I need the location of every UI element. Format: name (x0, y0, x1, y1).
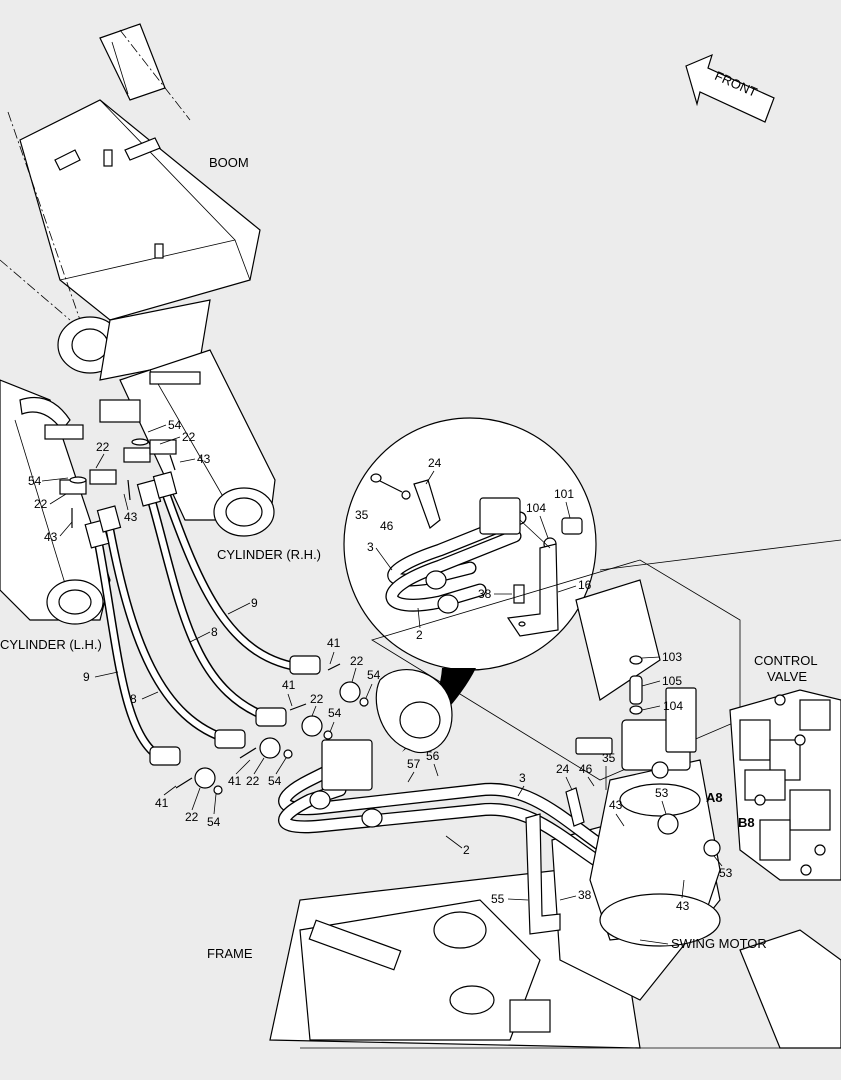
upper-fittings (59, 438, 178, 549)
callout-41-b: 41 (282, 678, 296, 692)
callout-3-detail: 3 (367, 540, 374, 554)
callout-22-f: 22 (246, 774, 260, 788)
callout-24-main: 24 (556, 762, 570, 776)
hoses (91, 483, 310, 765)
front-direction-arrow: FRONT (685, 53, 775, 123)
callout-57: 57 (407, 757, 421, 771)
callout-2-detail: 2 (416, 628, 423, 642)
cylinder-rh-drawing: CYLINDER (R.H.) (99, 349, 321, 562)
port-b8-label: B8 (738, 815, 755, 830)
callout-22-e: 22 (310, 692, 324, 706)
swing-motor-drawing: SWING MOTOR (575, 655, 767, 951)
detail-view: 24 35 46 3 104 101 16 38 2 (343, 417, 597, 752)
callout-9-right: 9 (251, 596, 258, 610)
boom-drawing: BOOM (0, 23, 261, 381)
callout-46-detail: 46 (380, 519, 394, 533)
callout-54-f: 54 (207, 815, 221, 829)
callout-54-d: 54 (328, 706, 342, 720)
callout-22-g: 22 (185, 810, 199, 824)
frame-label: FRAME (207, 946, 253, 961)
cylinder-lh-drawing: CYLINDER (L.H.) (0, 379, 111, 652)
callout-35-main: 35 (602, 751, 616, 765)
swing-motor-label: SWING MOTOR (671, 936, 767, 951)
callout-104-main: 104 (663, 699, 683, 713)
callouts-lower-fittings: 41 22 54 41 22 54 41 22 54 41 22 54 (155, 636, 381, 829)
callout-54-c: 54 (367, 668, 381, 682)
callout-38-detail: 38 (478, 587, 492, 601)
callout-55: 55 (491, 892, 505, 906)
callout-53-b: 53 (719, 866, 733, 880)
control-valve-label-line1: CONTROL (754, 653, 818, 668)
callout-9-left: 9 (83, 670, 90, 684)
callout-38-main: 38 (578, 888, 592, 902)
callout-43-center: 43 (124, 510, 138, 524)
callout-43-right: 43 (197, 452, 211, 466)
callout-8-right: 8 (211, 625, 218, 639)
callouts-hoses: 9 8 9 8 (83, 596, 258, 706)
cylinder-lh-label: CYLINDER (L.H.) (0, 637, 102, 652)
callout-54-upper-right: 54 (168, 418, 182, 432)
callout-46-main: 46 (579, 762, 593, 776)
callout-43-upper-left: 43 (44, 530, 58, 544)
callout-103: 103 (662, 650, 682, 664)
callout-22-d: 22 (350, 654, 364, 668)
lower-fittings (149, 655, 369, 795)
control-valve-label-line2: VALVE (767, 669, 807, 684)
callout-41-d: 41 (155, 796, 169, 810)
control-valve-drawing: CONTROL VALVE A8 B8 (706, 653, 841, 881)
callout-22-lower-left: 22 (34, 497, 48, 511)
callout-101-detail: 101 (554, 487, 574, 501)
callout-56: 56 (426, 749, 440, 763)
callout-41-c: 41 (228, 774, 242, 788)
callouts-upper: 54 22 22 43 54 22 43 43 (28, 418, 211, 544)
callout-53-a: 53 (655, 786, 669, 800)
callout-22-upper-right: 22 (182, 430, 196, 444)
callout-41-a: 41 (327, 636, 341, 650)
callouts-lower-right: 57 56 3 2 24 46 35 43 103 105 104 53 53 … (407, 650, 733, 913)
callout-22-upper-left: 22 (96, 440, 110, 454)
callout-104-detail: 104 (526, 501, 546, 515)
callout-54-e: 54 (268, 774, 282, 788)
cylinder-rh-label: CYLINDER (R.H.) (217, 547, 321, 562)
callout-16-detail: 16 (578, 578, 592, 592)
port-a8-label: A8 (706, 790, 723, 805)
callout-43-motor-left: 43 (609, 798, 623, 812)
boom-label: BOOM (209, 155, 249, 170)
callout-43-motor-right: 43 (676, 899, 690, 913)
callout-35-detail: 35 (355, 508, 369, 522)
callout-2-main: 2 (463, 843, 470, 857)
callout-8-left: 8 (130, 692, 137, 706)
callout-54-upper-left: 54 (28, 474, 42, 488)
callout-3-main: 3 (519, 771, 526, 785)
callout-24-detail: 24 (428, 456, 442, 470)
callout-105: 105 (662, 674, 682, 688)
